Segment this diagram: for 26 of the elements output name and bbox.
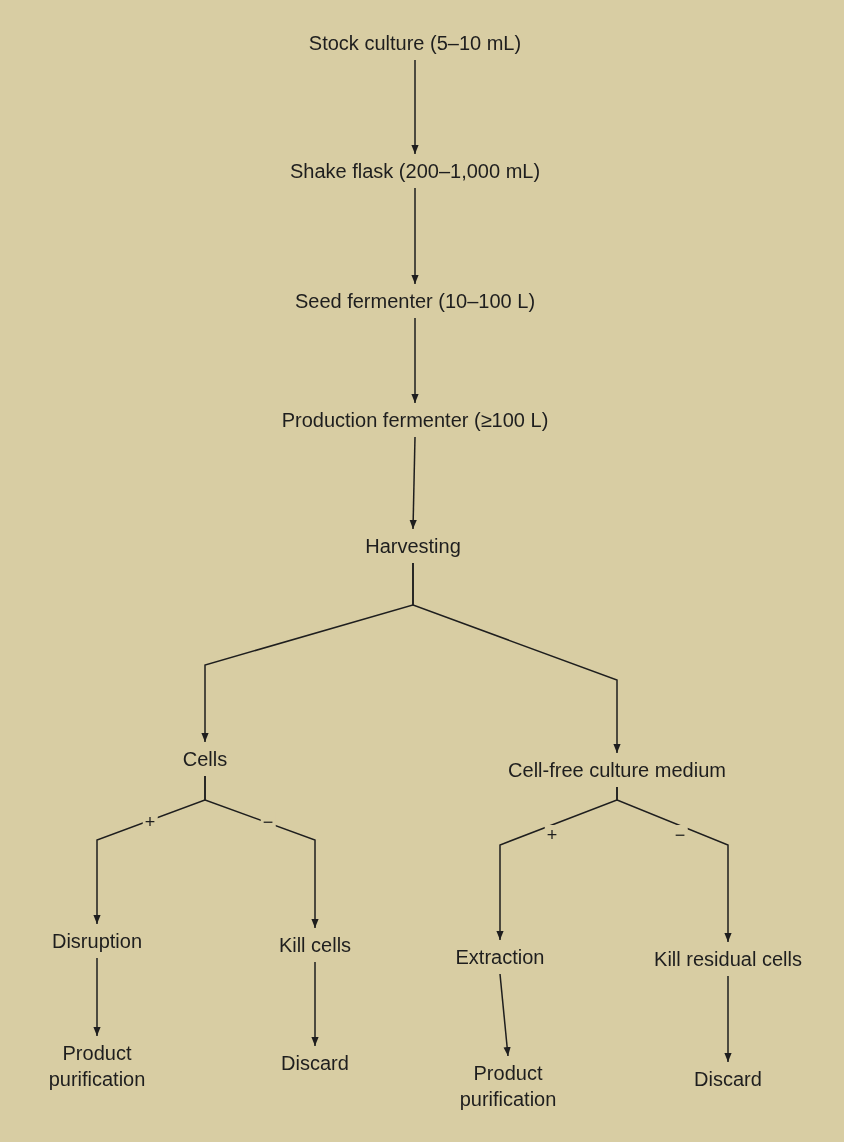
step-label: Discard [281,1050,349,1076]
step-label: Kill residual cells [654,946,802,972]
step-label: Harvesting [365,533,461,559]
arrow [616,786,732,943]
step-label: Stock culture (5–10 mL) [308,30,522,56]
step-label: Seed fermenter (10–100 L) [294,288,536,314]
arrow [412,562,621,754]
step-label: Product purification [438,1060,578,1112]
arrow [311,961,319,1047]
step-label: Product purification [27,1040,167,1092]
arrow [499,973,511,1057]
arrow [204,775,319,929]
step-label: Disruption [52,928,142,954]
step-label: Discard [694,1066,762,1092]
step-label: Kill cells [278,932,352,958]
arrow [93,957,101,1037]
step-label: Cell-free culture medium [508,757,726,783]
step-label: Production fermenter (≥100 L) [281,407,549,433]
step-label: Cells [182,746,228,772]
arrow [411,59,419,155]
arrow [411,317,419,404]
step-label: Extraction [455,944,545,970]
arrow [411,187,419,285]
arrow [724,975,732,1063]
arrow [409,436,417,530]
step-label: Shake flask (200–1,000 mL) [289,158,541,184]
